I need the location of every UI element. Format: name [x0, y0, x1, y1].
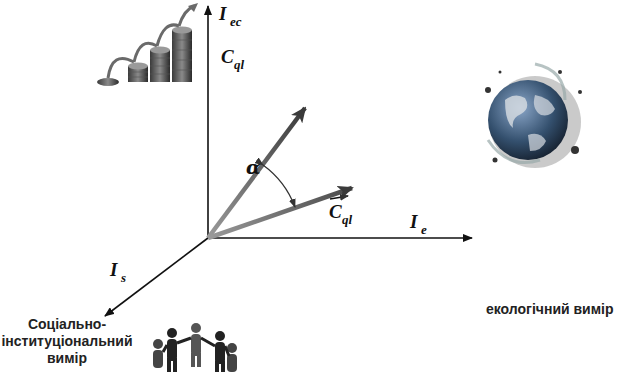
vector-label: C	[221, 47, 234, 66]
vector-subscript: ql	[342, 213, 352, 226]
axis-label: I	[110, 260, 117, 279]
axis-label: I	[219, 4, 226, 23]
axis-subscript: e	[421, 223, 427, 236]
axis-subscript: ec	[230, 15, 242, 28]
vector-label: C	[329, 202, 342, 221]
axis-subscript: s	[121, 271, 126, 284]
dimension-caption: Соціально- інституціональний вимір	[0, 316, 134, 367]
axis-label: I	[410, 212, 417, 231]
vector-subscript: ql	[234, 58, 244, 71]
angle-label: α	[246, 158, 261, 177]
dimension-caption: екологічний вимір	[486, 302, 614, 316]
